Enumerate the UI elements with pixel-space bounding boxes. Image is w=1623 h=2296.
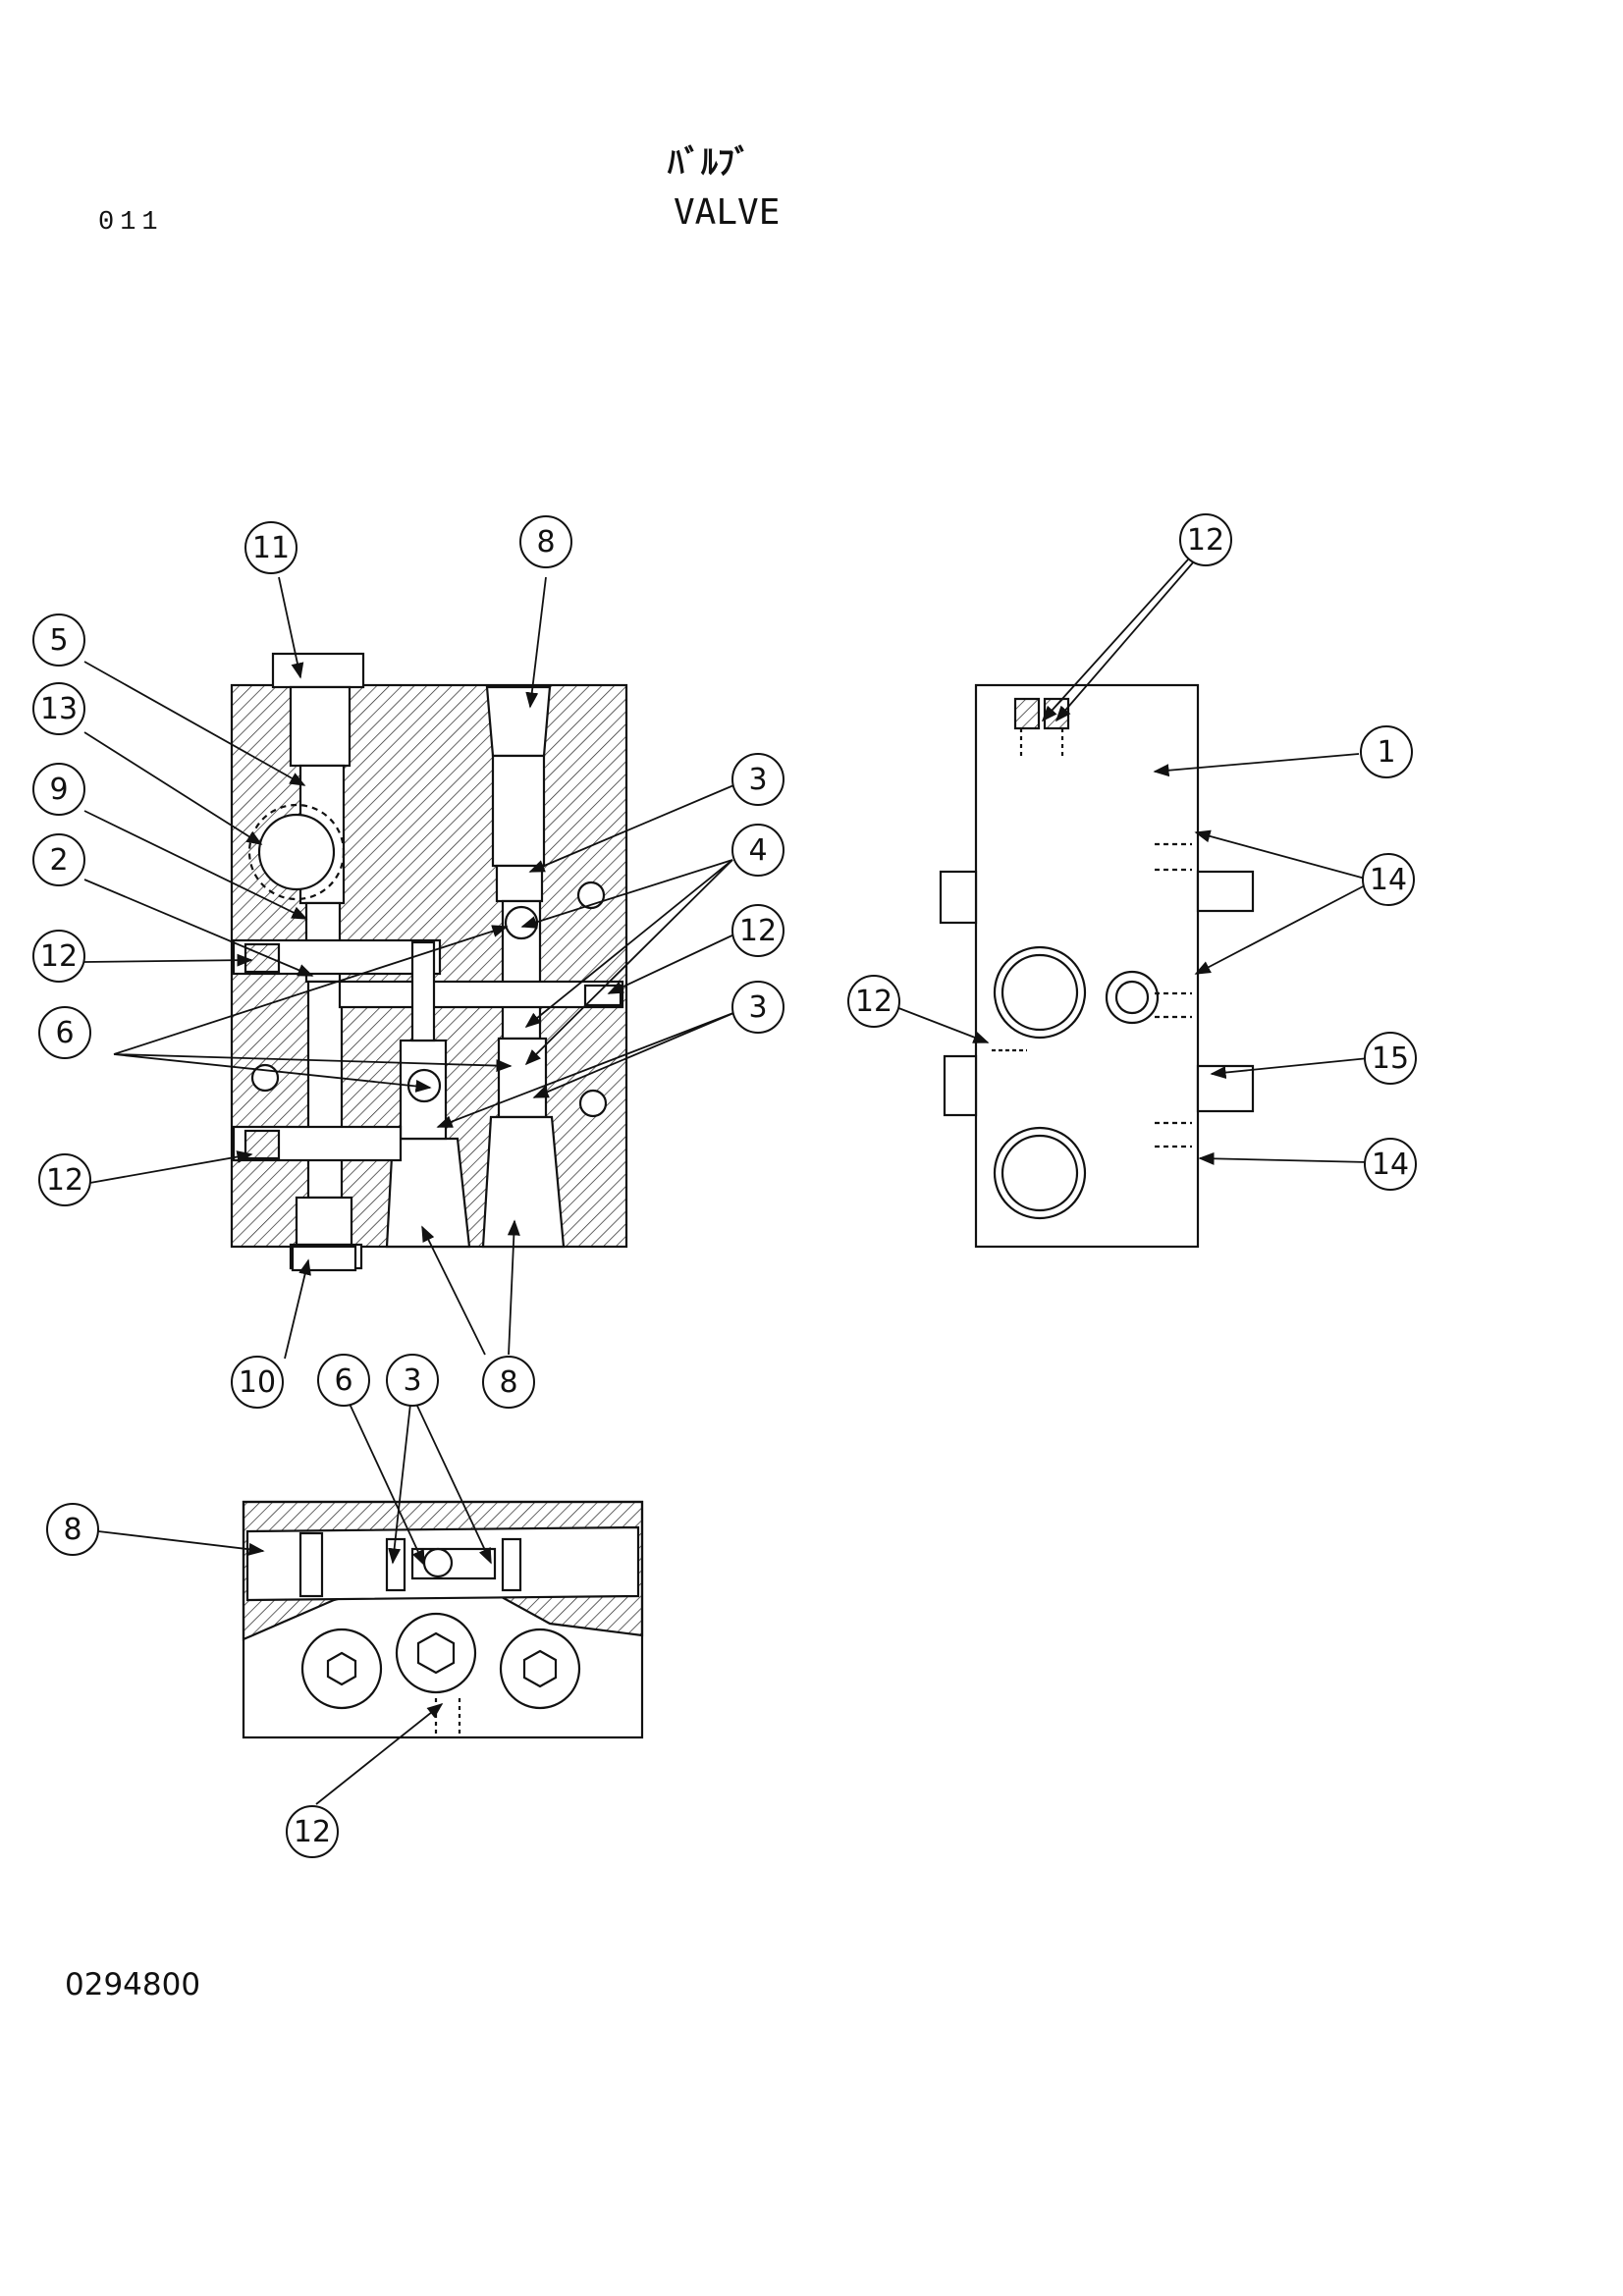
callout-circle xyxy=(1364,1138,1417,1191)
callout-c12a: 12 xyxy=(32,930,85,983)
callout-label: 14 xyxy=(1372,1148,1409,1182)
callout-c12b: 12 xyxy=(38,1153,91,1206)
callout-circle xyxy=(32,930,85,983)
callout-label: 4 xyxy=(748,833,767,868)
callout-label: 1 xyxy=(1377,735,1395,770)
callout-label: 3 xyxy=(748,990,767,1025)
callout-label: 12 xyxy=(40,939,78,974)
callout-circle xyxy=(847,975,900,1028)
callout-circle xyxy=(317,1354,370,1407)
callout-circle xyxy=(482,1356,535,1409)
title-english: VALVE xyxy=(674,192,781,233)
callout-label: 12 xyxy=(1187,523,1224,558)
callout-c5: 5 xyxy=(32,614,85,667)
callout-c3a: 3 xyxy=(731,753,784,806)
callout-label: 15 xyxy=(1372,1041,1409,1076)
callout-circle xyxy=(1179,513,1232,566)
callout-c4: 4 xyxy=(731,824,784,877)
callout-c12c: 12 xyxy=(731,904,784,957)
callout-label: 14 xyxy=(1370,863,1407,897)
callout-circle xyxy=(731,981,784,1034)
callout-c12f: 12 xyxy=(847,975,900,1028)
callout-c13: 13 xyxy=(32,682,85,735)
callout-label: 11 xyxy=(252,531,290,565)
callout-circle xyxy=(731,904,784,957)
callout-c15: 15 xyxy=(1364,1032,1417,1085)
callout-circle xyxy=(731,824,784,877)
callout-c12e: 12 xyxy=(1179,513,1232,566)
callout-c9: 9 xyxy=(32,763,85,816)
callout-circle xyxy=(731,753,784,806)
callout-circle xyxy=(386,1354,439,1407)
callout-circle xyxy=(32,614,85,667)
callout-c3b: 3 xyxy=(731,981,784,1034)
callout-c8a: 8 xyxy=(519,515,572,568)
page-number: 011 xyxy=(98,208,164,238)
callout-circle xyxy=(38,1006,91,1059)
callout-label: 12 xyxy=(855,985,893,1019)
callout-circle xyxy=(32,682,85,735)
callout-label: 6 xyxy=(55,1016,74,1050)
callout-label: 8 xyxy=(63,1513,81,1547)
callout-circle xyxy=(1360,725,1413,778)
callout-c8c: 8 xyxy=(46,1503,99,1556)
callout-circle xyxy=(38,1153,91,1206)
callout-circle xyxy=(244,521,298,574)
callout-c12d: 12 xyxy=(286,1805,339,1858)
callout-circle xyxy=(1364,1032,1417,1085)
callout-label: 10 xyxy=(239,1365,276,1400)
callout-c1: 1 xyxy=(1360,725,1413,778)
callout-circle xyxy=(32,833,85,886)
callout-label: 6 xyxy=(334,1363,352,1398)
callout-c14b: 14 xyxy=(1364,1138,1417,1191)
title-japanese: ﾊﾞﾙﾌﾞ xyxy=(668,143,751,183)
callout-c2: 2 xyxy=(32,833,85,886)
callout-c6b: 6 xyxy=(317,1354,370,1407)
callout-c3c: 3 xyxy=(386,1354,439,1407)
drawing-number: 0294800 xyxy=(65,1967,201,2002)
callouts: 11 8 5 13 9 2 12 6 12 3 4 12 3 10 6 3 8 8 12 12 1 14 12 15 14 xyxy=(32,513,1417,1858)
callout-label: 3 xyxy=(403,1363,421,1398)
callout-circle xyxy=(1362,853,1415,906)
callout-label: 9 xyxy=(49,773,68,807)
callout-c6a: 6 xyxy=(38,1006,91,1059)
front-section-view xyxy=(230,652,628,1272)
callout-c10: 10 xyxy=(231,1356,284,1409)
callout-label: 8 xyxy=(536,525,555,560)
callout-label: 12 xyxy=(294,1815,331,1849)
callout-c8b: 8 xyxy=(482,1356,535,1409)
callout-circle xyxy=(231,1356,284,1409)
bottom-section-view xyxy=(242,1500,644,1739)
callout-circle xyxy=(32,763,85,816)
leader-lines xyxy=(83,559,1370,1805)
callout-label: 12 xyxy=(739,914,777,948)
callout-label: 12 xyxy=(46,1163,83,1198)
callout-label: 2 xyxy=(49,843,68,878)
callout-circle xyxy=(286,1805,339,1858)
callout-label: 5 xyxy=(49,623,68,658)
callout-circle xyxy=(519,515,572,568)
callout-c14a: 14 xyxy=(1362,853,1415,906)
callout-c11a: 11 xyxy=(244,521,298,574)
side-view xyxy=(939,683,1255,1249)
callout-label: 3 xyxy=(748,763,767,797)
callout-label: 13 xyxy=(40,692,78,726)
callout-circle xyxy=(46,1503,99,1556)
callout-label: 8 xyxy=(499,1365,517,1400)
